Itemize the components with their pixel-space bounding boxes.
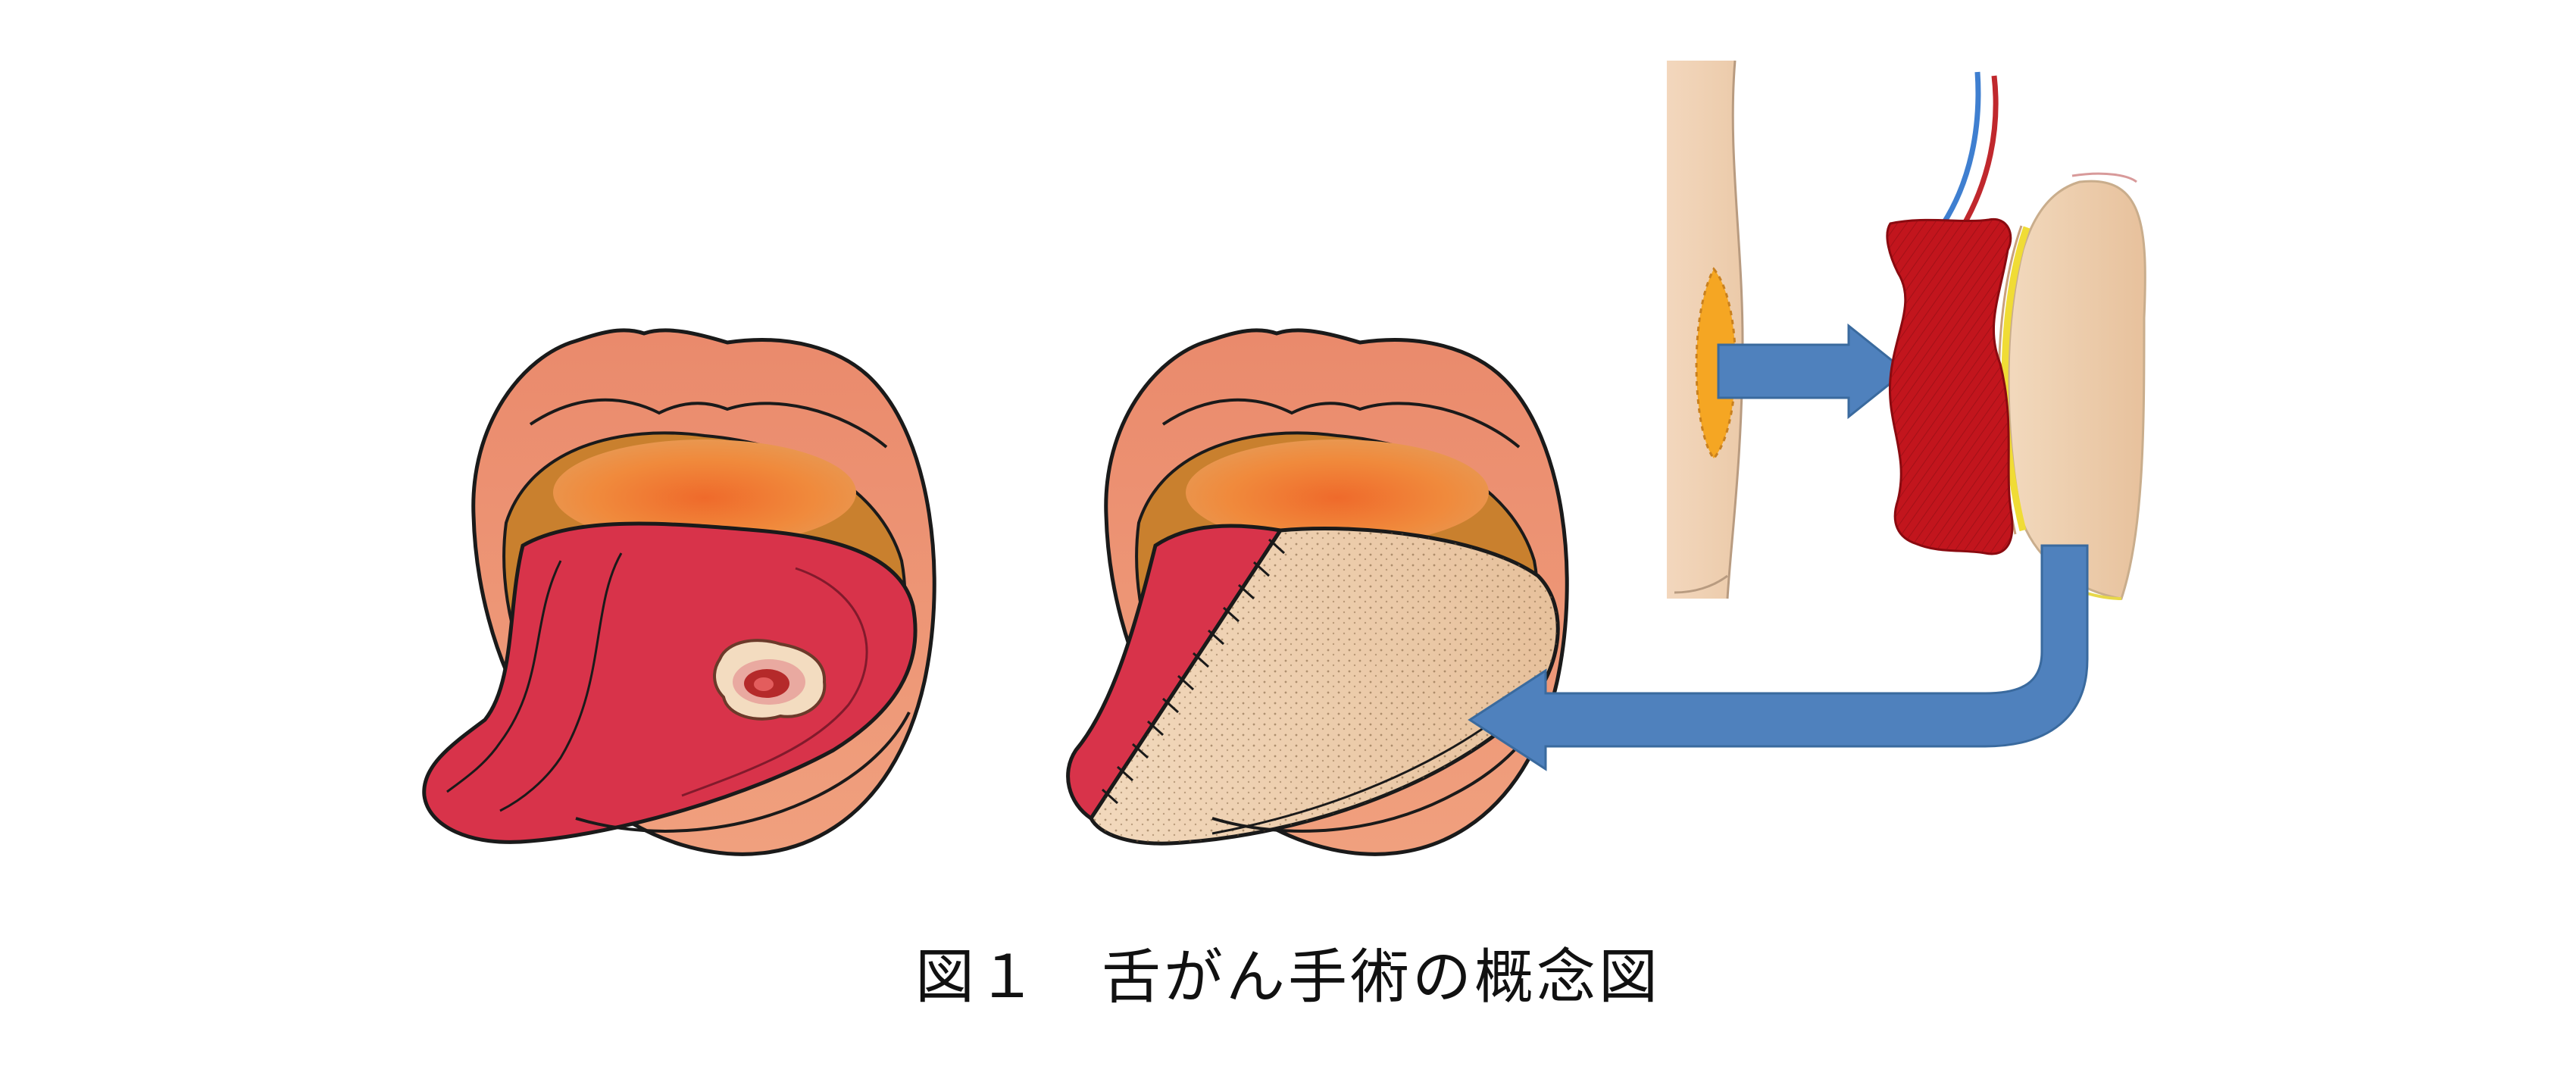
fat-layer <box>2001 226 2030 532</box>
vein <box>1941 71 1981 225</box>
tongue <box>422 521 918 844</box>
artery <box>1959 75 1999 229</box>
flap-skin <box>2007 180 2146 600</box>
transfer-arrow <box>1468 544 2089 771</box>
tumor-lesion <box>713 639 827 721</box>
tongue-reconstructed-with-flap <box>1066 328 1569 856</box>
forearm-donor-site <box>1667 60 1744 599</box>
harvest-arrow <box>1717 323 1908 420</box>
donor-site-outline <box>1695 267 1737 461</box>
tongue-with-tumor <box>422 328 936 856</box>
harvested-free-flap <box>1886 71 2146 600</box>
suture-line <box>1089 530 1286 819</box>
figure-caption: 図１ 舌がん手術の概念図 <box>914 943 1661 1012</box>
native-tongue <box>1066 524 1284 821</box>
